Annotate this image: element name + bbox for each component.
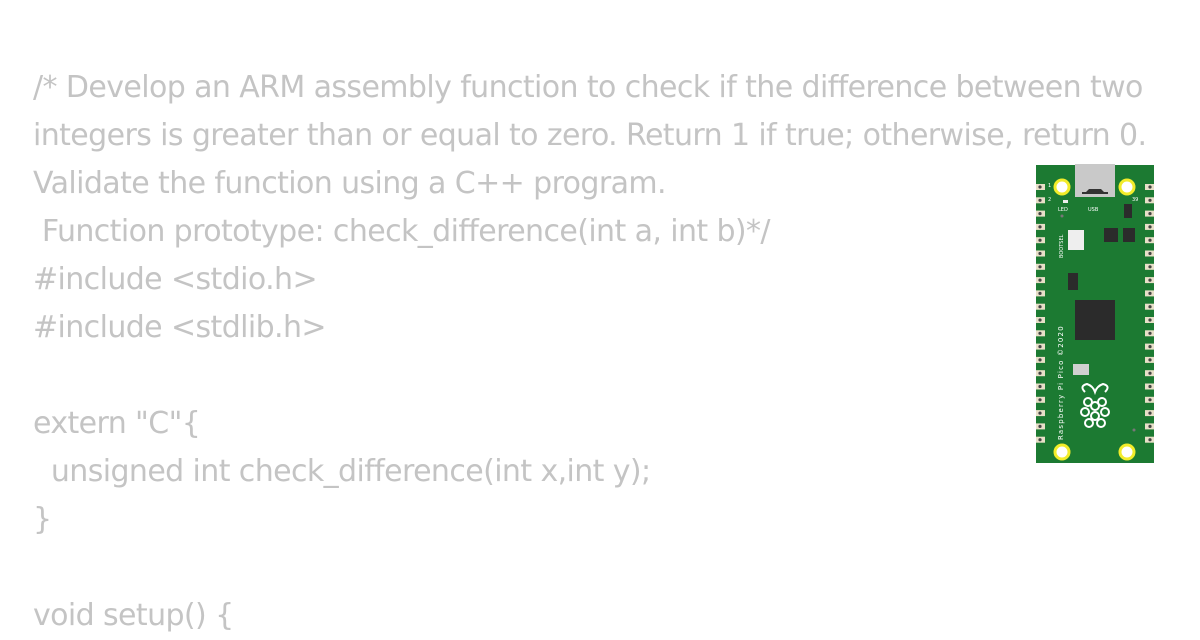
pin-hole — [1148, 251, 1152, 256]
raspberry-logo-icon — [1080, 382, 1110, 428]
raspberry-pi-pico-board[interactable]: 1 2 39 LED USB BOOTSEL Raspberry Pi Pico… — [1030, 160, 1160, 470]
pin-hole — [1148, 265, 1152, 269]
pin1-label: 1 — [1048, 183, 1051, 189]
pin-hole — [1038, 358, 1042, 362]
code-line: #include <stdlib.h> — [33, 310, 327, 345]
usb-connector-detail — [1082, 189, 1108, 194]
pin-hole — [1148, 305, 1152, 309]
pin-hole — [1148, 225, 1152, 229]
code-line: #include <stdio.h> — [33, 262, 318, 297]
mount-hole-bottom-right — [1118, 443, 1136, 461]
pin-hole — [1038, 278, 1042, 282]
pin-hole — [1148, 384, 1152, 389]
pin-hole — [1038, 198, 1042, 202]
pin-hole — [1038, 411, 1042, 415]
component — [1068, 273, 1078, 290]
component — [1123, 228, 1135, 242]
pin-hole — [1148, 278, 1152, 282]
code-line: /* Develop an ARM assembly function to c… — [33, 70, 1143, 105]
test-point — [1132, 428, 1136, 432]
usb-label: USB — [1088, 207, 1099, 213]
pin-hole — [1148, 438, 1152, 442]
led-label: LED — [1058, 207, 1068, 213]
pin-hole — [1148, 185, 1152, 189]
code-line: void setup() { — [33, 598, 234, 633]
pin-hole — [1038, 398, 1042, 402]
component — [1104, 228, 1118, 242]
pin-hole — [1148, 238, 1152, 242]
bootsel-label: BOOTSEL — [1059, 234, 1065, 258]
pin-hole — [1038, 185, 1042, 189]
pin-hole — [1038, 238, 1042, 242]
pin-hole — [1148, 318, 1152, 322]
pin-headers — [1036, 184, 1154, 443]
pin-hole — [1038, 384, 1042, 389]
pin-hole — [1038, 318, 1042, 322]
pin39-label: 39 — [1132, 197, 1138, 203]
code-line: Function prototype: check_difference(int… — [33, 214, 771, 249]
pin-hole — [1038, 438, 1042, 442]
pin-hole — [1038, 265, 1042, 269]
flash-component — [1073, 364, 1089, 375]
pin-hole — [1148, 371, 1152, 375]
pin-hole — [1038, 305, 1042, 309]
rp2040-chip — [1075, 300, 1115, 340]
code-line — [33, 352, 1168, 400]
pin-hole — [1038, 225, 1042, 229]
code-line: integers is greater than or equal to zer… — [33, 118, 1147, 153]
pin-hole — [1148, 198, 1152, 202]
board-name-label: Raspberry Pi Pico ©2020 — [1057, 325, 1065, 440]
pin-hole — [1148, 424, 1152, 428]
pin-hole — [1148, 411, 1152, 415]
led — [1063, 200, 1068, 203]
code-line: unsigned int check_difference(int x,int … — [33, 454, 651, 489]
code-line: } — [33, 502, 52, 537]
pin-hole — [1038, 291, 1042, 295]
pin-hole — [1148, 398, 1152, 402]
mount-hole-bottom-left — [1053, 443, 1071, 461]
test-point — [1060, 214, 1064, 218]
pin-hole — [1038, 251, 1042, 256]
pin-hole — [1038, 424, 1042, 428]
pin2-label: 2 — [1048, 197, 1051, 203]
bootsel-button[interactable] — [1068, 230, 1084, 250]
mount-hole-top-right — [1118, 178, 1136, 196]
pin-hole — [1148, 331, 1152, 335]
code-line — [33, 544, 1168, 592]
pin-hole — [1038, 345, 1042, 349]
pin-hole — [1148, 212, 1152, 216]
code-line: Validate the function using a C++ progra… — [33, 166, 667, 201]
pin-hole — [1148, 358, 1152, 362]
pin-hole — [1038, 212, 1042, 216]
code-editor-text: /* Develop an ARM assembly function to c… — [33, 64, 1168, 640]
pin-hole — [1148, 345, 1152, 349]
component — [1124, 204, 1132, 218]
mount-hole-top-left — [1053, 178, 1071, 196]
code-line: extern "C"{ — [33, 406, 201, 441]
pin-hole — [1038, 371, 1042, 375]
pin-hole — [1148, 291, 1152, 295]
pin-hole — [1038, 331, 1042, 335]
